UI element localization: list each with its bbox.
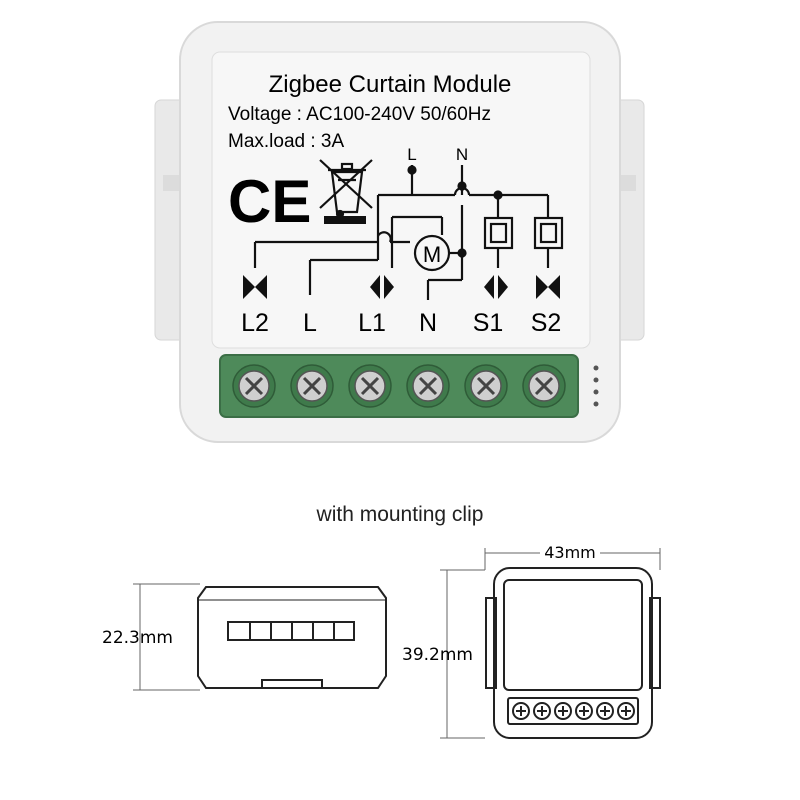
terminal-label-l2: L2 (241, 309, 269, 337)
module-title: Zigbee Curtain Module (269, 71, 512, 98)
ce-mark-icon: CE (228, 168, 311, 235)
top-label-l: L (407, 145, 416, 164)
indicator-dots (593, 365, 599, 407)
voltage-spec: Voltage : AC100-240V 50/60Hz (228, 104, 491, 125)
terminal-label-s1: S1 (473, 309, 504, 337)
terminal-block (219, 354, 579, 418)
width-dimension: 43mm (544, 543, 596, 562)
direction-arrows (243, 275, 560, 299)
front-view-drawing (440, 548, 661, 739)
weee-bin-icon (319, 159, 373, 224)
depth-dimension: 22.3mm (102, 628, 173, 648)
terminal-label-l1: L1 (358, 309, 386, 337)
caption: with mounting clip (316, 503, 484, 526)
terminal-label-n: N (419, 309, 437, 337)
module-body (154, 21, 645, 443)
height-dimension: 39.2mm (402, 645, 473, 665)
wiring-diagram (253, 165, 564, 300)
terminal-label-l: L (303, 309, 317, 337)
terminal-label-s2: S2 (531, 309, 562, 337)
side-view-drawing (133, 583, 387, 691)
top-label-n: N (456, 145, 468, 164)
motor-icon: M (423, 242, 441, 267)
max-load-spec: Max.load : 3A (228, 131, 344, 152)
